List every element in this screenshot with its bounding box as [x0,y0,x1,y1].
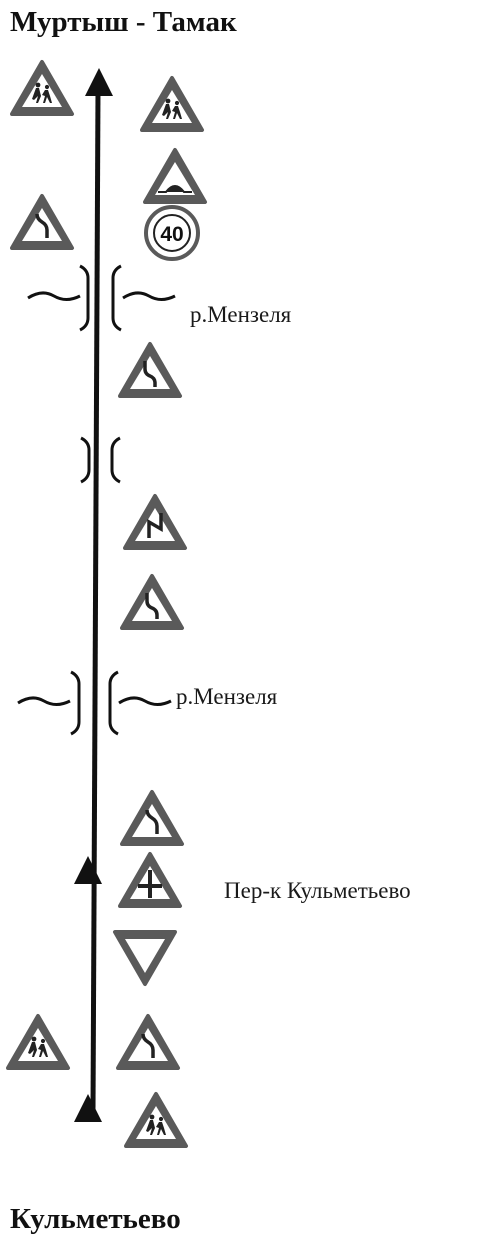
give-way-sign [113,930,177,986]
speed-limit-value: 40 [160,223,183,246]
bend-left-warning-sign [120,790,184,846]
bridge-2 [80,436,121,484]
speed-limit-sign: 40 [144,205,200,261]
crossing-label: Пер-к Кульметьево [224,878,411,903]
crossroads-warning-sign [118,852,182,908]
winding-road-warning-sign [123,494,187,550]
river-label-lower: р.Мензеля [176,684,278,709]
children-warning-sign [6,1014,70,1070]
bridge-river-2 [17,670,172,736]
bridge-river-1 [27,264,176,332]
direction-arrow [85,68,113,96]
direction-arrow [74,856,102,884]
bend-left-warning-sign [116,1014,180,1070]
route-end-title: Кульметьево [10,1203,181,1235]
double-bend-warning-sign [118,342,182,398]
children-warning-sign [140,76,204,132]
route-start-title: Муртыш - Тамак [10,6,237,38]
speed-bump-warning-sign [143,148,207,204]
river-label-upper: р.Мензеля [190,302,292,327]
direction-arrow [74,1094,102,1122]
bend-left-warning-sign [10,194,74,250]
double-bend-warning-sign [120,574,184,630]
children-warning-sign [10,60,74,116]
road-line [90,89,101,1111]
children-warning-sign [124,1092,188,1148]
